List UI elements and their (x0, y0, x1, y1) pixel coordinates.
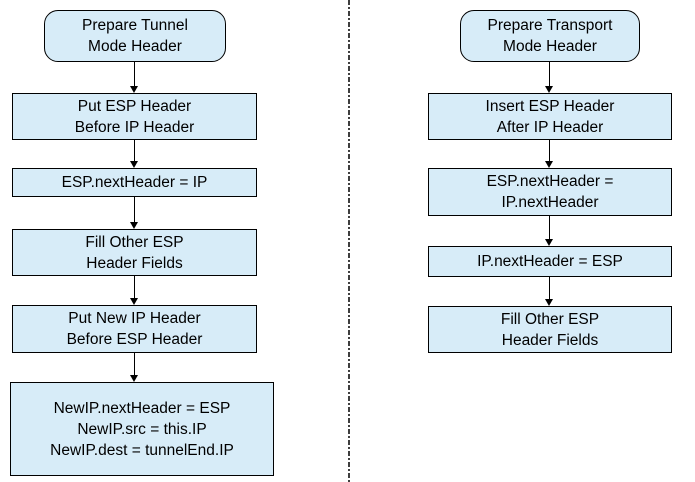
node-line: Fill Other ESP (85, 233, 184, 251)
arrow-down (130, 62, 139, 93)
node-line: Prepare Tunnel (82, 17, 188, 34)
arrow-head (545, 161, 553, 168)
node-line: Fill Other ESP (500, 310, 600, 328)
node-fill-other-esp-header-fields-transport: Fill Other ESP Header Fields (428, 306, 672, 353)
node-prepare-tunnel-mode-header: Prepare Tunnel Mode Header (44, 10, 226, 62)
node-line: Prepare Transport (487, 17, 613, 34)
arrow-shaft (133, 197, 136, 223)
arrow-down (130, 197, 139, 229)
node-line: Put ESP Header (77, 97, 192, 115)
arrow-head (130, 375, 138, 382)
node-esp-nextheader-ip-nextheader: ESP.nextHeader = IP.nextHeader (428, 168, 672, 216)
arrow-head (130, 222, 138, 229)
arrow-shaft (133, 353, 136, 376)
arrow-shaft (548, 62, 551, 87)
node-line: NewIP.nextHeader = ESP (53, 399, 231, 417)
arrow-shaft (548, 140, 551, 162)
node-put-new-ip-header-before-esp-header: Put New IP Header Before ESP Header (12, 305, 257, 353)
arrow-head (545, 299, 553, 306)
node-line: ESP.nextHeader = (486, 173, 614, 190)
node-put-esp-header-before-ip-header: Put ESP Header Before IP Header (12, 93, 257, 140)
arrow-shaft (548, 277, 551, 300)
node-insert-esp-header-after-ip-header: Insert ESP Header After IP Header (428, 93, 672, 140)
arrow-shaft (133, 140, 136, 162)
node-ip-nextheader-esp: IP.nextHeader = ESP (428, 246, 672, 277)
arrow-down (130, 276, 139, 305)
arrow-head (130, 298, 138, 305)
arrow-down (130, 140, 139, 168)
node-esp-nextheader-ip: ESP.nextHeader = IP (12, 168, 257, 197)
node-line: Before ESP Header (66, 331, 203, 348)
node-line: Mode Header (503, 38, 597, 55)
arrow-down (545, 140, 554, 168)
node-line: After IP Header (496, 118, 604, 136)
node-line: IP.nextHeader = ESP (477, 253, 623, 270)
arrow-down (545, 277, 554, 306)
arrow-head (130, 86, 138, 93)
dashed-divider-line (348, 0, 350, 482)
node-line: Mode Header (88, 38, 182, 55)
arrow-shaft (133, 62, 136, 87)
node-line: Header Fields (501, 331, 599, 349)
arrow-down (545, 62, 554, 93)
arrow-head (130, 161, 138, 168)
node-line: NewIP.src = this.IP (77, 420, 207, 438)
arrow-shaft (133, 276, 136, 299)
arrow-down (545, 216, 554, 246)
arrow-head (545, 239, 553, 246)
node-line: Insert ESP Header (485, 97, 615, 115)
node-newip-assignments: NewIP.nextHeader = ESP NewIP.src = this.… (10, 382, 274, 476)
node-line: Put New IP Header (68, 310, 201, 327)
node-line: IP.nextHeader (501, 194, 599, 211)
node-fill-other-esp-header-fields-tunnel: Fill Other ESP Header Fields (12, 229, 257, 276)
node-line: NewIP.dest = tunnelEnd.IP (50, 441, 234, 459)
node-line: Before IP Header (74, 118, 195, 136)
node-line: ESP.nextHeader = IP (61, 174, 208, 191)
node-prepare-transport-mode-header: Prepare Transport Mode Header (460, 10, 640, 62)
arrow-shaft (548, 216, 551, 240)
node-line: Header Fields (86, 254, 183, 272)
arrow-head (545, 86, 553, 93)
arrow-down (130, 353, 139, 382)
